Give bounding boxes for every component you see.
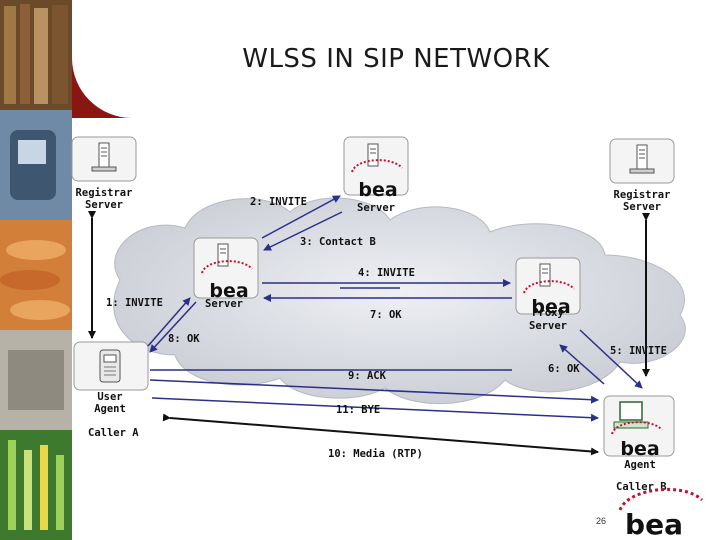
registrar-server-right: Registrar Server <box>609 138 675 213</box>
bea-wordmark: bea <box>358 179 397 201</box>
msg-3-contact-b: 3: Contact B <box>300 236 376 248</box>
bea-corporate-wordmark: bea <box>625 508 683 540</box>
right-proxy-server: bea Proxy Server <box>515 257 581 332</box>
center-proxy-server: bea Server <box>193 237 259 310</box>
arrow-8-ok <box>149 301 197 353</box>
registrar-right-label-line1: Registrar <box>614 189 671 201</box>
slide-title: WLSS IN SIP NETWORK <box>242 44 550 74</box>
phone-icon <box>99 349 121 383</box>
agent-caller-b: bea Agent <box>603 395 675 471</box>
msg-9-ack: 9: ACK <box>348 370 387 382</box>
msg-2-invite: 2: INVITE <box>250 196 307 208</box>
bea-wordmark: bea <box>620 438 659 460</box>
top-proxy-server: bea Server <box>343 136 409 214</box>
center-proxy-label: Server <box>205 298 243 310</box>
registrar-left-label-line2: Server <box>85 199 123 211</box>
arrow-10-media <box>162 413 599 456</box>
server-tower-icon <box>91 142 117 172</box>
server-tower-icon <box>217 243 229 267</box>
arrow-5-invite <box>579 329 643 389</box>
title-panel <box>72 0 720 118</box>
msg-1-invite: 1: INVITE <box>106 297 163 309</box>
agent-label: Agent <box>624 459 656 471</box>
server-tower-icon <box>629 144 655 174</box>
photo-collage-image <box>0 0 72 540</box>
page-number: 26 <box>596 516 607 526</box>
registrar-right-label-line2: Server <box>623 201 661 213</box>
msg-4-invite: 4: INVITE <box>358 267 415 279</box>
msg-5-invite: 5: INVITE <box>610 345 667 357</box>
msg-11-bye: 11: BYE <box>336 404 380 416</box>
bea-logo-icon: bea <box>351 159 403 201</box>
msg-7-ok: 7: OK <box>370 309 402 321</box>
right-proxy-label-line2: Server <box>529 320 567 332</box>
arrow-6-ok <box>559 344 605 385</box>
user-agent-label-line2: Agent <box>94 403 126 415</box>
bea-logo-icon: bea <box>523 280 575 318</box>
arrow-3-contact-b <box>263 211 343 251</box>
network-cloud <box>113 197 686 404</box>
bea-logo-icon: bea <box>201 260 253 302</box>
top-proxy-label: Server <box>357 202 395 214</box>
photo-strip <box>0 0 72 540</box>
registrar-left-label-line1: Registrar <box>76 187 133 199</box>
arrow-9-ack <box>149 379 599 404</box>
registrar-server-left: Registrar Server <box>71 136 137 211</box>
msg-10-media: 10: Media (RTP) <box>328 448 423 460</box>
msg-8-ok: 8: OK <box>168 333 200 345</box>
user-agent-caller-a: User Agent <box>73 341 149 415</box>
server-tower-icon <box>367 143 379 167</box>
bea-logo-icon: bea <box>611 421 663 460</box>
caller-b-label: Caller B <box>616 481 667 493</box>
arrow-2-invite <box>261 195 341 239</box>
user-agent-label-line1: User <box>97 391 122 403</box>
arrow-1-invite <box>147 297 191 347</box>
server-tower-icon <box>539 263 551 287</box>
msg-6-ok: 6: OK <box>548 363 580 375</box>
caller-a-label: Caller A <box>88 427 139 439</box>
bea-wordmark: bea <box>531 296 570 318</box>
bea-corporate-logo: bea <box>618 487 704 540</box>
bea-wordmark: bea <box>209 280 248 302</box>
terminal-icon <box>613 401 649 429</box>
right-proxy-label-line1: Proxy <box>532 307 564 319</box>
